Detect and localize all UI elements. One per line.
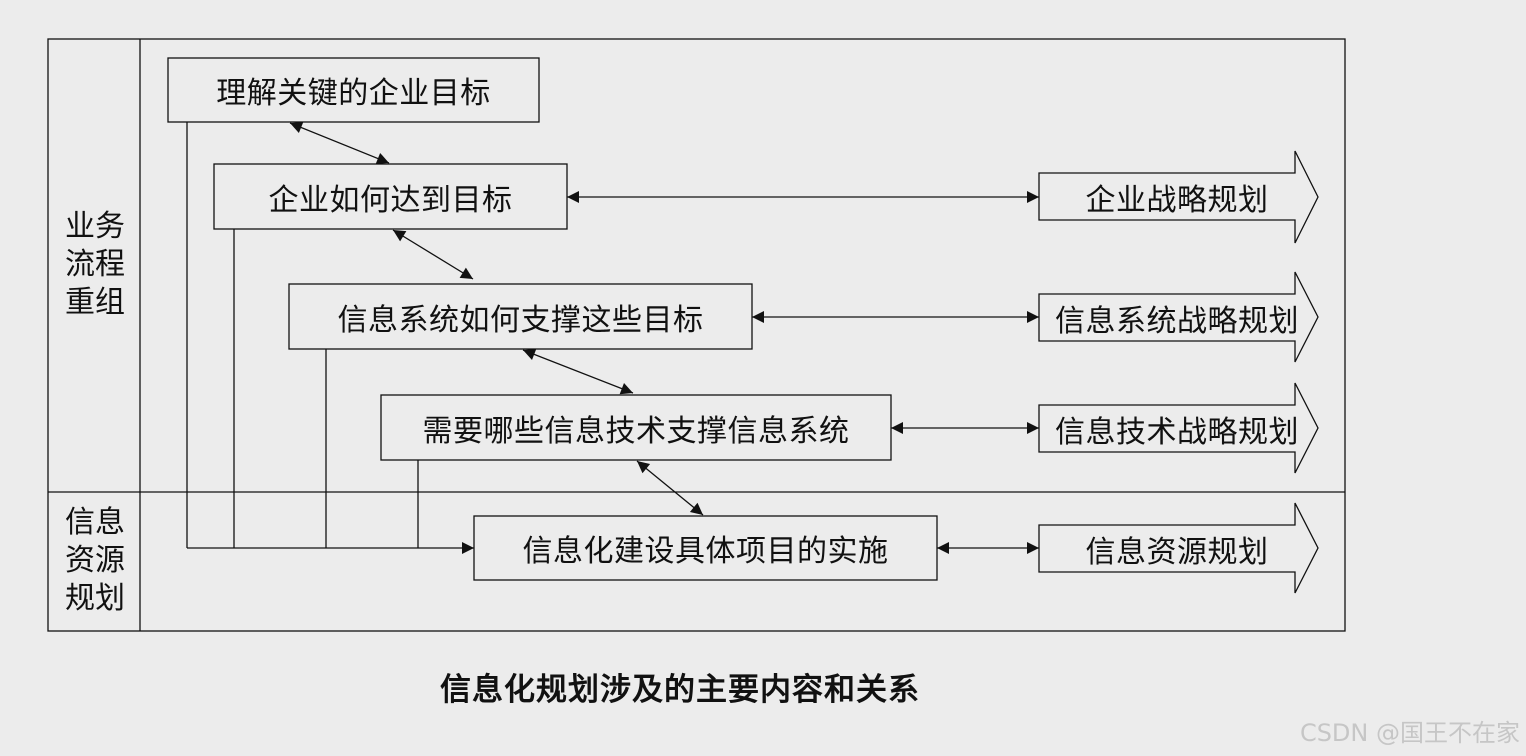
step-box-4: [380, 394, 892, 461]
step-label-4: 需要哪些信息技术支撑信息系统: [422, 413, 850, 449]
step-label-3: 信息系统如何支撑这些目标: [337, 302, 704, 338]
step-box-3: [288, 283, 753, 350]
step-box-5: [473, 515, 938, 581]
outer-frame: [47, 38, 1346, 632]
step-label-5: 信息化建设具体项目的实施: [522, 534, 889, 569]
step-link-1-2: [289, 121, 390, 165]
outcome-arrow-2: [1038, 271, 1319, 363]
section-label-business-process: 业务流程重组: [65, 209, 125, 320]
step-box-1: [167, 57, 540, 123]
step-label-2: 企业如何达到目标: [268, 182, 513, 218]
section-label-info-resource: 信息资源规划: [65, 505, 125, 616]
outcome-label-3: 信息技术战略规划: [1055, 414, 1299, 450]
step-link-3-4: [522, 348, 634, 395]
step-label-1: 理解关键的企业目标: [216, 76, 491, 111]
figure-caption: 信息化规划涉及的主要内容和关系: [440, 672, 920, 708]
watermark: CSDN @国王不在家: [1299, 719, 1520, 747]
step-box-2: [213, 163, 568, 230]
step-link-2-3: [392, 229, 474, 280]
outcome-arrow-3: [1038, 382, 1319, 474]
outcome-label-1: 企业战略规划: [1085, 182, 1269, 218]
step-link-4-5: [636, 460, 704, 516]
outcome-label-2: 信息系统战略规划: [1055, 303, 1299, 339]
outcome-label-4: 信息资源规划: [1085, 534, 1269, 570]
outcome-arrow-4: [1038, 502, 1319, 594]
outcome-arrow-1: [1038, 150, 1319, 244]
